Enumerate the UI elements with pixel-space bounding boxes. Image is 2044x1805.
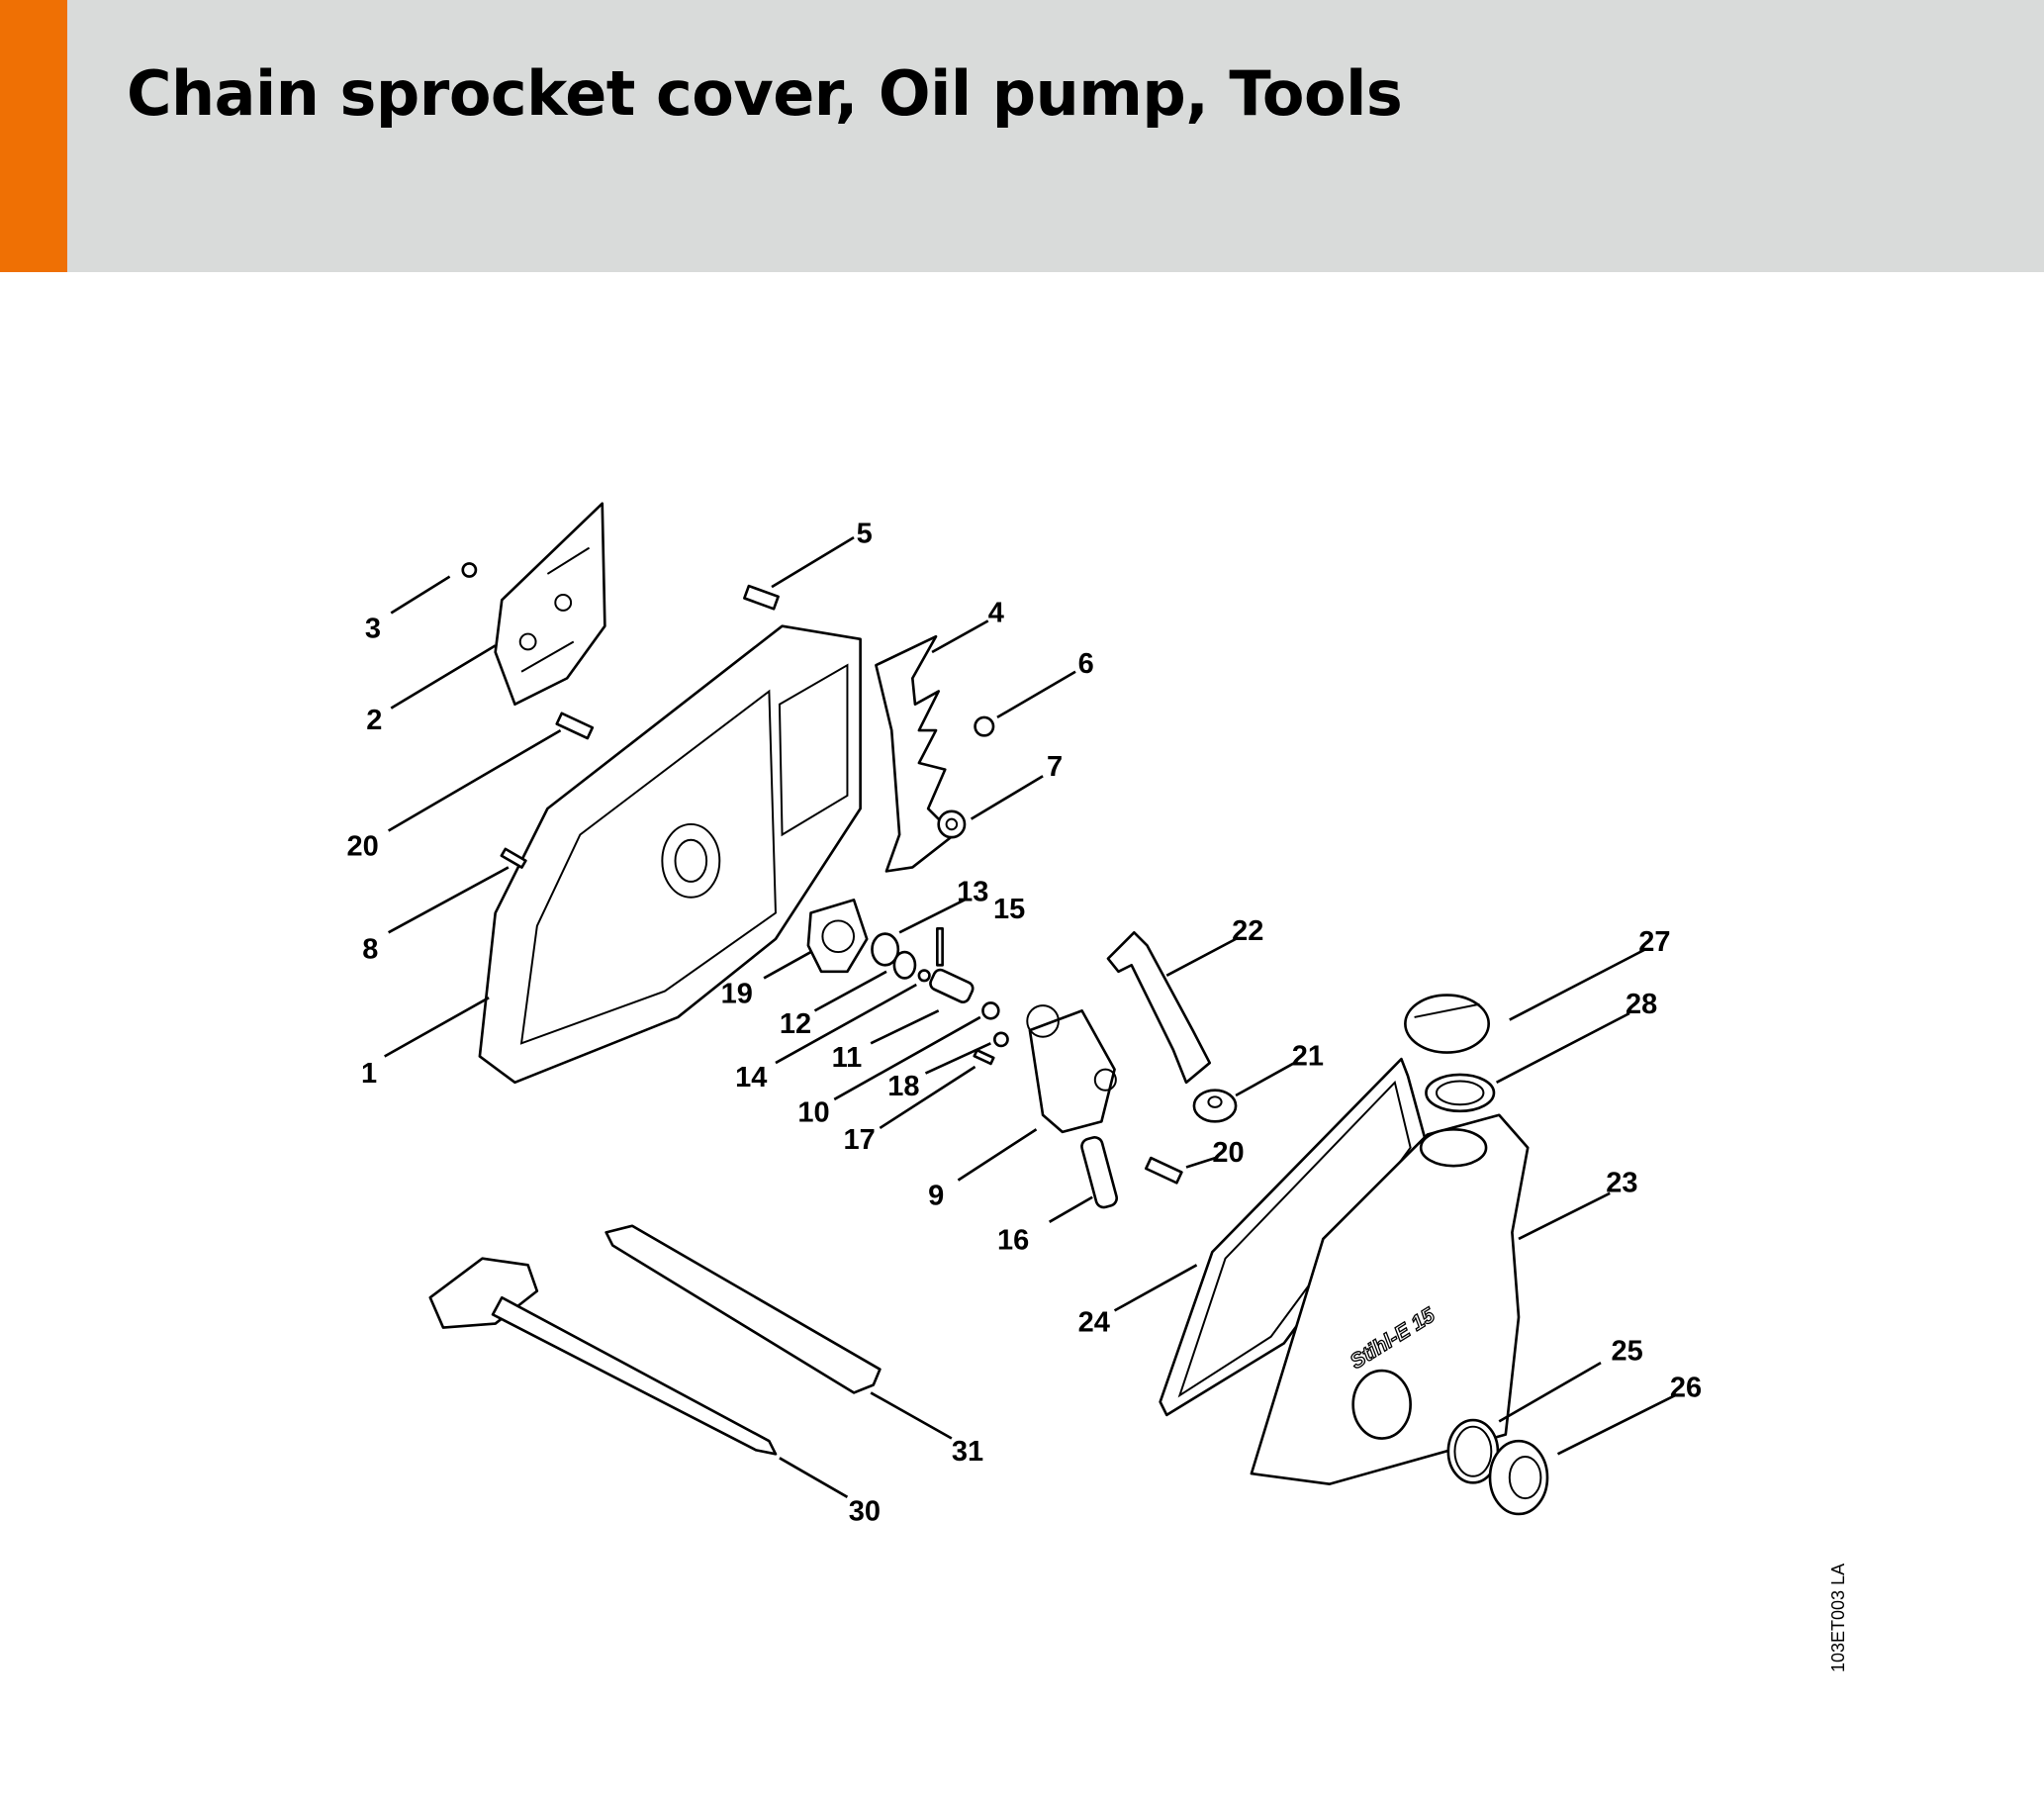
gasket-part-19	[806, 899, 869, 974]
screw-part-3	[461, 562, 478, 578]
screw-part-20b	[1144, 1156, 1183, 1185]
leader-lines	[384, 535, 1676, 1498]
callout-4: 4	[988, 598, 1004, 629]
callout-31: 31	[952, 1436, 983, 1468]
screw-part-5	[743, 584, 780, 611]
callout-6: 6	[1078, 648, 1094, 680]
callout-8: 8	[362, 934, 378, 966]
callout-23: 23	[1606, 1168, 1637, 1199]
callout-9: 9	[928, 1181, 944, 1212]
grommet-part-21	[1192, 1089, 1238, 1123]
pin-part-8	[500, 847, 527, 869]
suction-hose-part-16	[1080, 1136, 1119, 1209]
washer-part-18	[993, 1031, 1009, 1048]
callout-16: 16	[997, 1224, 1029, 1256]
oil-pump-part-9	[1026, 1004, 1117, 1134]
callout-21: 21	[1292, 1041, 1324, 1073]
seal-part-28	[1425, 1073, 1496, 1113]
callout-17: 17	[843, 1124, 875, 1156]
lever-part-22	[1106, 930, 1212, 1085]
callout-11: 11	[832, 1042, 863, 1074]
spiked-bumper-part-4	[875, 634, 956, 873]
combination-wrench-part-30	[428, 1257, 778, 1456]
callout-20: 20	[346, 831, 378, 863]
chain-guard-plate-part-2	[494, 502, 606, 707]
cover-part-23: Stihl-E 15	[1250, 1113, 1530, 1485]
screwdriver-part-31	[604, 1224, 882, 1394]
callout-22: 22	[1232, 915, 1263, 947]
callout-24: 24	[1078, 1306, 1110, 1338]
pin-part-15	[936, 927, 944, 967]
worm-part-11	[929, 968, 975, 1003]
callout-27: 27	[1638, 926, 1670, 958]
callout-25: 25	[1612, 1335, 1643, 1367]
callout-20b: 20	[1212, 1137, 1244, 1169]
nut-part-7	[937, 809, 967, 839]
callout-5: 5	[857, 518, 873, 549]
callout-7: 7	[1047, 751, 1063, 783]
callout-14: 14	[735, 1062, 767, 1093]
callout-10: 10	[797, 1096, 829, 1128]
callout-18: 18	[887, 1071, 919, 1102]
callout-26: 26	[1670, 1372, 1702, 1403]
callout-3: 3	[365, 614, 381, 645]
gasket-part-24	[1159, 1057, 1430, 1417]
washer-part-10	[981, 1001, 1000, 1020]
callout-2: 2	[366, 705, 382, 736]
drawing-code: 103ET003 LA	[1828, 1563, 1848, 1672]
header-bar: Chain sprocket cover, Oil pump, Tools	[0, 0, 2044, 272]
ball-part-14	[917, 969, 931, 983]
pin-part-17	[973, 1048, 995, 1066]
callout-15: 15	[993, 894, 1025, 925]
callout-30: 30	[849, 1496, 881, 1528]
callout-12: 12	[780, 1008, 811, 1040]
accent-stripe	[0, 0, 67, 272]
callout-1: 1	[361, 1058, 377, 1090]
page-title: Chain sprocket cover, Oil pump, Tools	[127, 57, 1403, 130]
callout-13: 13	[957, 877, 988, 908]
nut-part-6	[974, 715, 995, 737]
callout-28: 28	[1626, 989, 1657, 1020]
screw-part-20	[555, 712, 595, 740]
plug-part-26	[1488, 1439, 1549, 1516]
callout-labels: 1 2 3 4 5 6 7 8 9 10 11 12 13 14 15 16 1…	[346, 518, 1702, 1527]
ring-part-13	[871, 932, 900, 967]
callout-19: 19	[721, 978, 753, 1009]
ring-part-12	[892, 950, 917, 980]
o-ring-part-25	[1446, 1418, 1500, 1484]
cap-part-27	[1404, 994, 1491, 1054]
